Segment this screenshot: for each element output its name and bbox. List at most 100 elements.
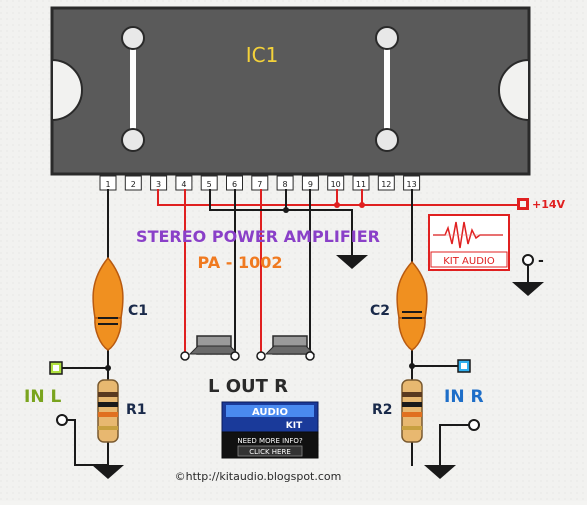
supply-rail	[157, 189, 521, 206]
logo-label-bg	[430, 251, 508, 268]
speaker-terminal	[305, 351, 315, 361]
resistor-body	[401, 379, 423, 443]
ic-tab-left	[130, 35, 136, 145]
ic-pin-number: 12	[381, 180, 391, 189]
ground-icon	[92, 465, 124, 479]
wire-in-l-gnd	[65, 419, 109, 466]
capacitor-body	[398, 317, 426, 351]
resistor-r1: R1	[97, 379, 147, 443]
ic-pin-number: 1	[105, 180, 110, 189]
junction-dot	[359, 202, 365, 208]
banner-line1: AUDIO	[252, 407, 288, 418]
title-line1: STEREO POWER AMPLIFIER	[136, 227, 380, 246]
ic-notch-left	[51, 58, 83, 122]
resistor-band	[402, 392, 422, 397]
junction-dot	[409, 363, 415, 369]
resistor-band	[402, 412, 422, 417]
resistor-band	[98, 392, 118, 397]
junction-dot	[283, 207, 289, 213]
resistor-band	[98, 402, 118, 407]
ic-pin-number: 4	[181, 180, 186, 189]
jack-hole	[461, 363, 467, 369]
audio-kit-banner[interactable]: AUDIO KIT NEED MORE INFO? CLICK HERE	[221, 401, 319, 459]
ic-pin-box	[377, 175, 395, 191]
ic-pin-number: 8	[283, 180, 288, 189]
wire-in-r-gnd	[439, 424, 471, 466]
ic-pin-box	[327, 175, 345, 191]
junctions-red	[334, 202, 365, 208]
supply-negative-label: -	[538, 253, 544, 269]
ic-package: IC1	[50, 6, 531, 176]
ic-mount-hole	[375, 26, 399, 50]
ic-pin-number: 5	[207, 180, 212, 189]
footer-url[interactable]: ©http://kitaudio.blogspot.com	[175, 470, 342, 483]
supply-positive-terminal: +14V	[517, 198, 566, 211]
ground-bus	[209, 189, 311, 211]
resistor-r2: R2	[372, 379, 423, 443]
ic-mount-hole	[121, 26, 145, 50]
capacitor-c1: C1	[92, 256, 148, 351]
ground-icon	[336, 255, 368, 269]
resistor-band	[98, 412, 118, 417]
ground-icon	[512, 282, 544, 296]
in-l-label: IN L	[24, 387, 61, 407]
ic-pin-box	[175, 175, 193, 191]
supply-positive-label: +14V	[532, 198, 566, 211]
banner-stripe	[226, 405, 314, 417]
output-label: L OUT R	[208, 376, 288, 397]
ic-mount-hole	[375, 128, 399, 152]
ic-mount-hole	[121, 128, 145, 152]
speaker-right	[256, 335, 316, 361]
speaker-base	[188, 345, 240, 355]
banner-line4: CLICK HERE	[249, 448, 291, 456]
resistor-band	[98, 426, 118, 430]
resistor-band	[402, 402, 422, 407]
c1-label: C1	[128, 303, 148, 319]
r1-label: R1	[126, 402, 147, 418]
title-line2: PA - 1002	[198, 253, 283, 272]
ic-pin-number: 13	[407, 180, 417, 189]
junction-dot	[334, 202, 340, 208]
speaker-terminal	[256, 351, 266, 361]
ic-notch-right	[498, 58, 530, 122]
jack-hole	[53, 365, 59, 371]
junctions	[105, 207, 415, 371]
in-l-ground-jack-icon	[56, 414, 68, 426]
ic-pin-number: 2	[131, 180, 136, 189]
capacitor-body	[94, 317, 122, 351]
click-here-button[interactable]	[237, 445, 303, 457]
junction-dot	[105, 365, 111, 371]
ic-pin-number: 6	[232, 180, 237, 189]
ground-icon	[424, 465, 456, 479]
input-right-terminal: IN R	[444, 359, 484, 431]
speaker-left	[180, 335, 240, 361]
banner-line2: KIT	[286, 421, 303, 431]
in-r-ground-jack-icon	[468, 419, 480, 431]
in-r-label: IN R	[444, 387, 484, 407]
ic-pin-number: 3	[156, 180, 161, 189]
banner-line3: NEED MORE INFO?	[237, 437, 303, 445]
supply-negative-terminal: -	[522, 253, 544, 269]
speaker-base	[264, 345, 316, 355]
ic-pin-number: 7	[257, 180, 262, 189]
terminal-ring	[522, 254, 534, 266]
input-left-terminal: IN L	[24, 361, 68, 426]
c2-label: C2	[370, 303, 390, 319]
terminal-hole	[520, 201, 526, 207]
ic-pin-number: 9	[308, 180, 313, 189]
speaker-terminal	[230, 351, 240, 361]
ic-label: IC1	[246, 43, 279, 67]
capacitor-c2: C2	[370, 260, 428, 351]
speaker-terminal	[180, 351, 190, 361]
wires	[59, 189, 529, 466]
ic-pin-number: 11	[356, 180, 366, 189]
kit-audio-logo: KIT AUDIO	[428, 214, 510, 271]
ground-symbols	[92, 255, 544, 479]
logo-label: KIT AUDIO	[443, 256, 495, 267]
r2-label: R2	[372, 402, 393, 418]
resistor-body	[97, 379, 119, 443]
ic-tab-right	[384, 35, 390, 145]
